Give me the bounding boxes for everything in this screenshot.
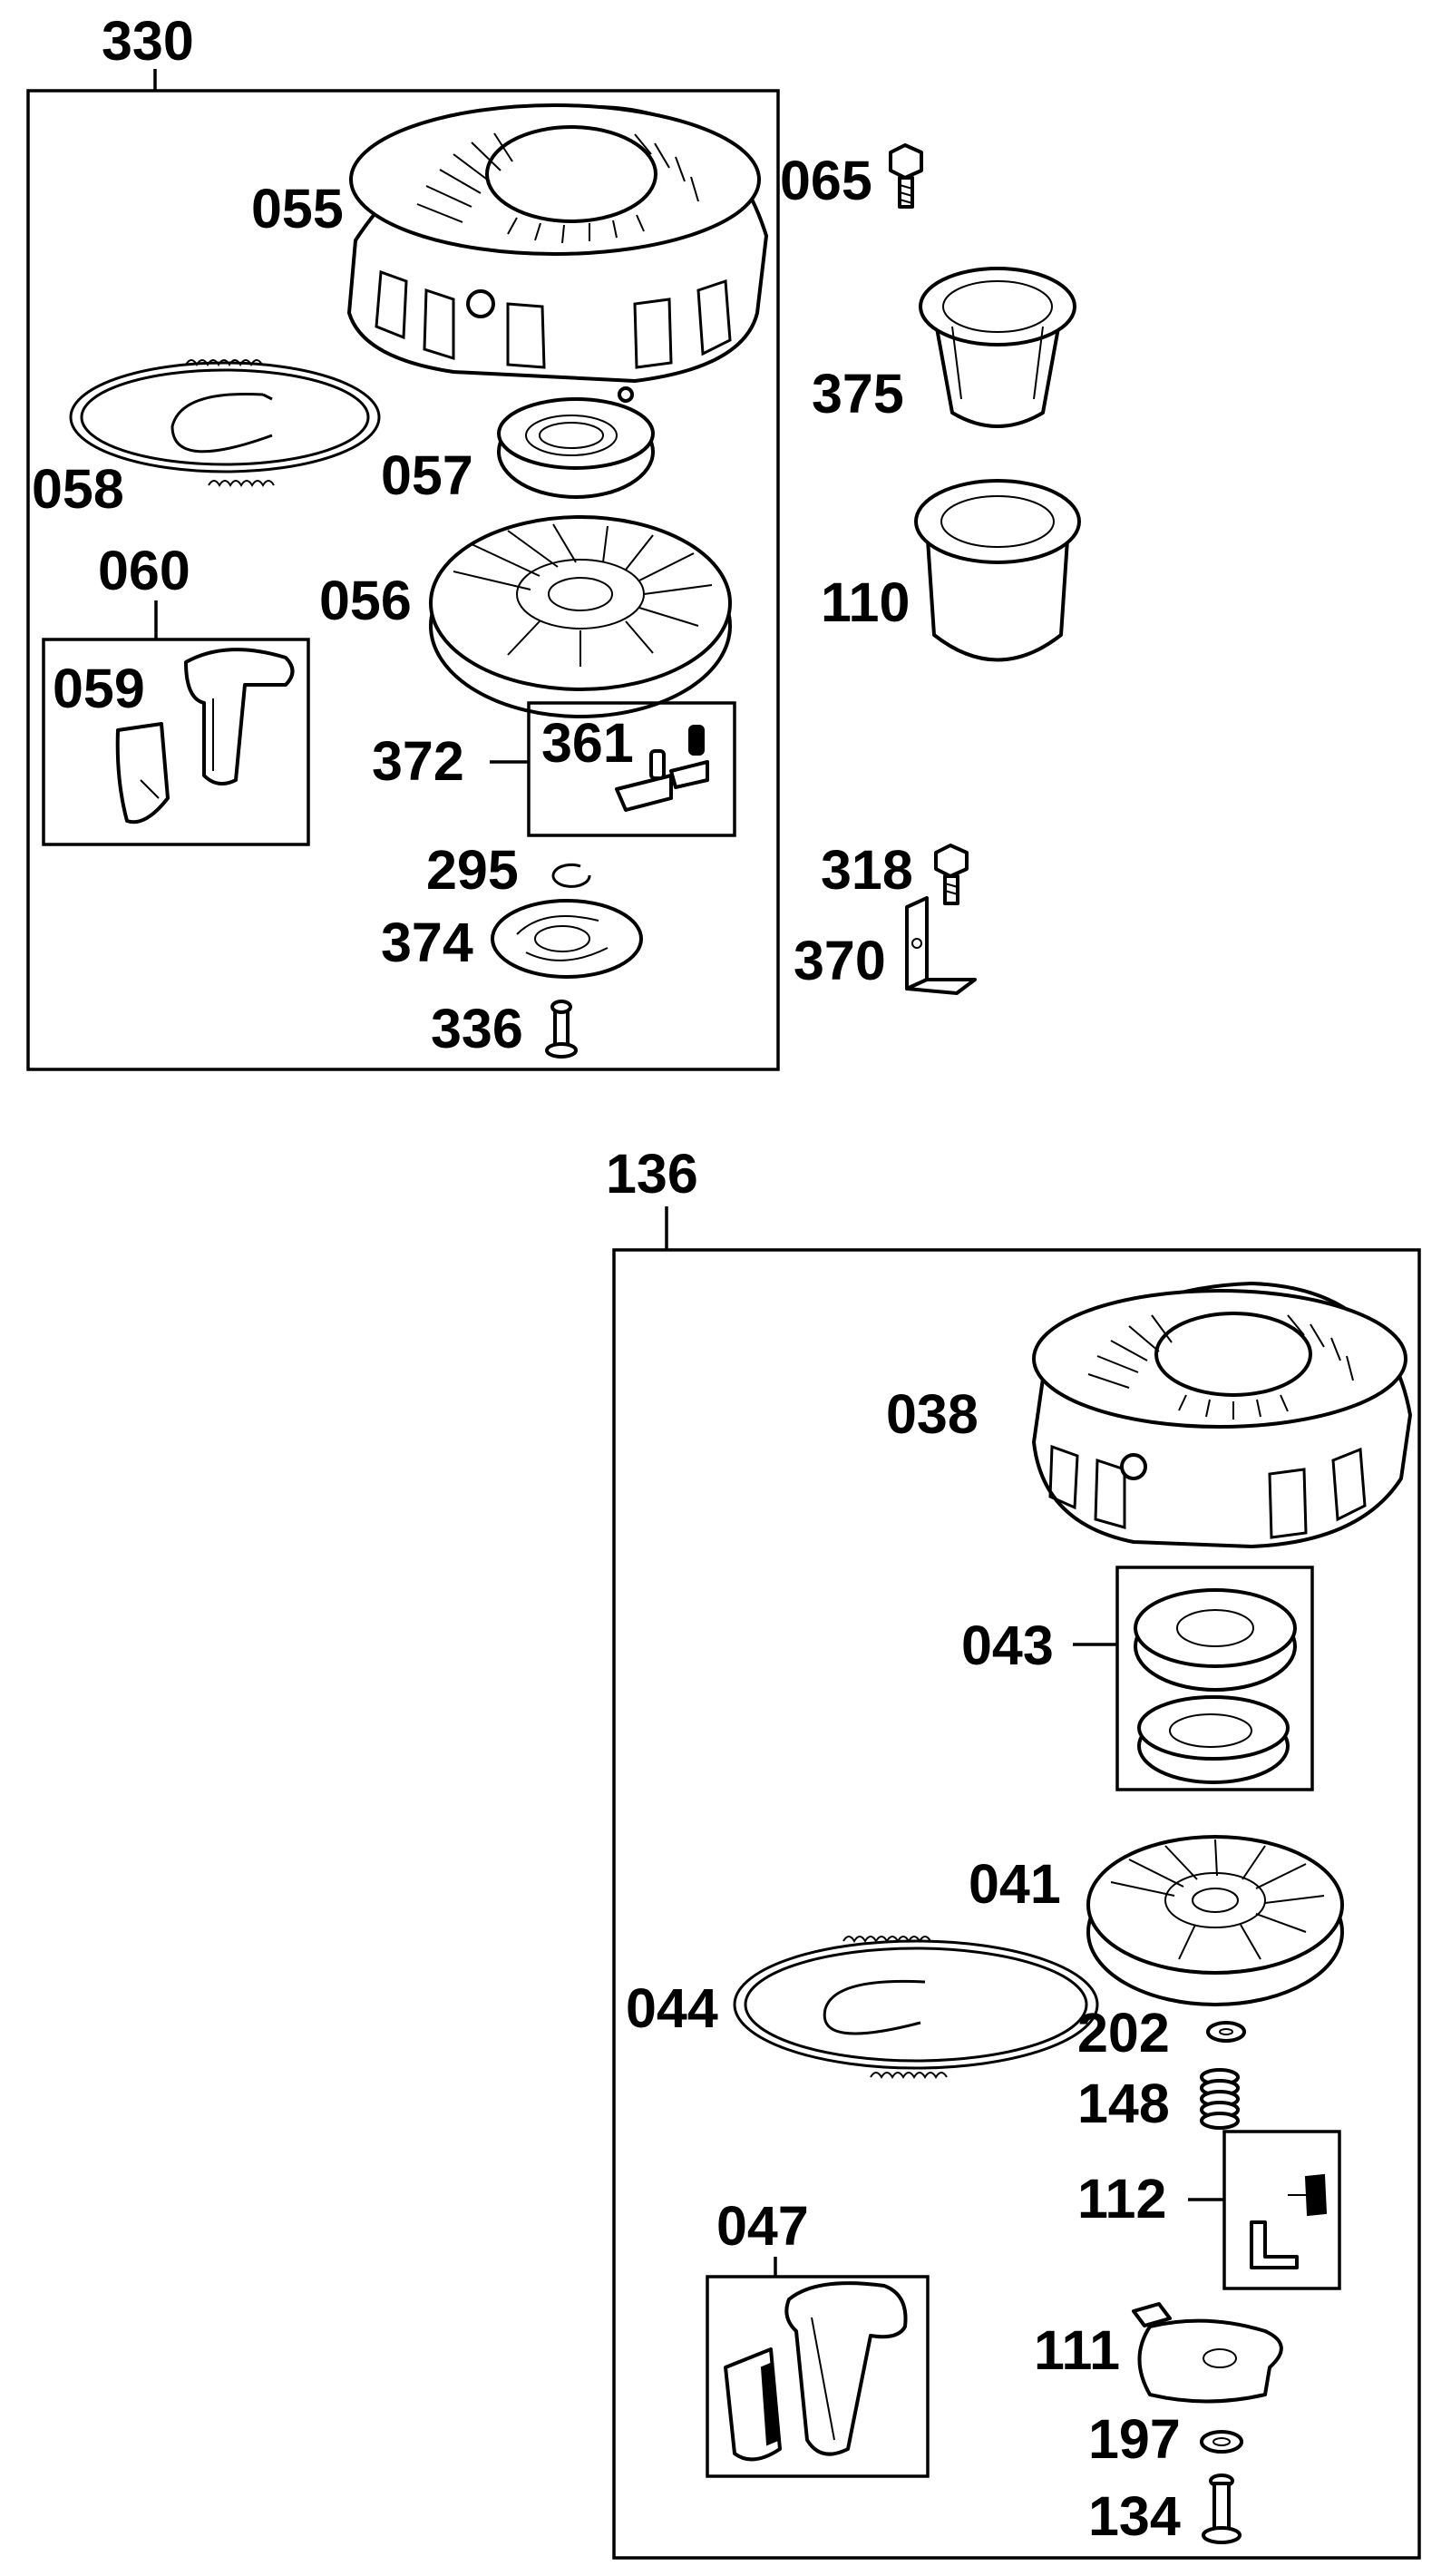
rope-058-drawing [69,359,381,487]
part-label-055: 055 [251,178,344,239]
pawl-kit-112-box [1222,2130,1341,2290]
part-label-375: 375 [812,363,904,424]
part-label-148: 148 [1077,2073,1170,2134]
kit-330-box [26,89,780,1071]
spring-kit-043-box [1115,1566,1314,1791]
part-label-065: 065 [780,150,872,211]
part-label-112: 112 [1077,2168,1166,2230]
part-label-056: 056 [319,570,412,631]
pawl-kit-372-box [527,701,736,837]
pulley-056-drawing [429,515,732,718]
washer-197-drawing [1200,2430,1243,2454]
kit-136-group: 136 038 [606,1143,1421,2560]
part-label-059: 059 [53,658,145,719]
part-label-110: 110 [821,571,910,633]
part-label-060: 060 [98,540,190,601]
spring-kit-043-drawing [1134,1588,1297,1784]
washer-202-drawing [1206,2021,1246,2043]
screw-065-drawing [889,143,923,209]
spring-057-drawing [497,397,655,499]
handle-kit-047-box [706,2275,930,2478]
part-label-295: 295 [426,839,519,901]
part-label-134: 134 [1088,2485,1181,2547]
pawl-112-drawing [1250,2173,1328,2269]
screw-336-drawing [545,1000,578,1059]
part-label-047: 047 [716,2195,809,2257]
part-label-374: 374 [381,912,473,973]
kit-330-label: 330 [102,10,194,72]
bracket-370-drawing [905,896,977,995]
part-label-043: 043 [961,1615,1054,1676]
handle-060-box [42,638,310,846]
cup-110-drawing [914,479,1081,662]
part-label-038: 038 [886,1383,979,1445]
housing-038-drawing [1032,1282,1412,1548]
part-label-336: 336 [431,998,523,1059]
part-label-372: 372 [372,730,464,792]
retainer-374-drawing [491,899,643,979]
kit-330-group: 330 [26,10,780,1071]
kit-136-box [612,1248,1421,2560]
handle-060-drawing [115,648,295,825]
clip-295-drawing [551,863,591,888]
housing-055-drawing [347,103,768,403]
loose-parts-group: 065 375 110 318 370 [780,143,1081,995]
part-label-057: 057 [381,444,473,506]
part-label-361: 361 [541,712,634,774]
handle-047-drawing [724,2281,908,2462]
part-label-197: 197 [1088,2408,1181,2470]
kit-136-label: 136 [606,1143,698,1205]
part-label-202: 202 [1077,2002,1170,2064]
pawl-361-drawing [615,725,709,812]
part-label-058: 058 [32,458,124,520]
spring-148-drawing [1200,2068,1240,2130]
part-label-044: 044 [626,1977,718,2039]
part-label-111: 111 [1034,2319,1120,2381]
pulley-041-drawing [1086,1835,1344,2006]
screw-134-drawing [1202,2474,1242,2544]
screw-318-drawing [934,844,969,905]
part-label-318: 318 [821,839,913,901]
part-label-041: 041 [969,1853,1061,1915]
part-label-370: 370 [794,930,886,991]
rope-044-drawing [733,1936,1099,2079]
retainer-111-drawing [1132,2302,1283,2404]
cup-375-drawing [919,267,1076,428]
